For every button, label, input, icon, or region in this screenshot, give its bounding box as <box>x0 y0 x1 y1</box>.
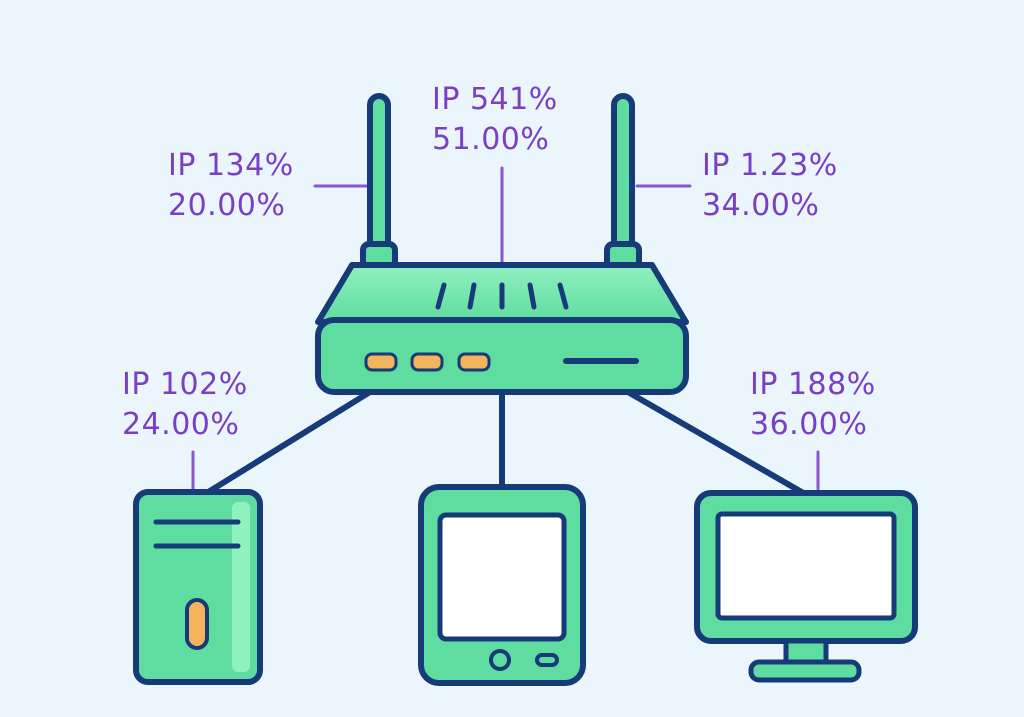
label-antenna-right: IP 1.23% 34.00% <box>702 146 838 226</box>
label-tower: IP 102% 24.00% <box>122 365 248 445</box>
label-router-top-pct: 51.00% <box>432 122 550 157</box>
link-router-tower <box>202 389 373 497</box>
indicator-light-2 <box>410 352 444 372</box>
antenna-right <box>611 93 635 267</box>
connections <box>202 389 808 497</box>
desktop-tower-icon <box>133 489 263 685</box>
label-antenna-left-ip: IP 134% <box>168 148 294 183</box>
indicator-light-3 <box>457 352 491 372</box>
tablet-icon <box>418 484 586 686</box>
tower-highlight <box>232 502 250 672</box>
label-antenna-right-pct: 34.00% <box>702 188 820 223</box>
monitor-screen <box>715 511 897 621</box>
monitor-stand <box>748 659 862 683</box>
indicator-light-1 <box>364 352 398 372</box>
tablet-screen <box>437 512 567 642</box>
label-antenna-left-pct: 20.00% <box>168 188 286 223</box>
label-monitor-ip: IP 188% <box>750 367 876 402</box>
label-tower-pct: 24.00% <box>122 407 240 442</box>
tablet-speaker <box>535 653 559 667</box>
label-monitor: IP 188% 36.00% <box>750 365 876 445</box>
monitor-icon <box>694 490 918 683</box>
label-router-top: IP 541% 51.00% <box>432 80 558 160</box>
label-monitor-pct: 36.00% <box>750 407 868 442</box>
link-router-monitor <box>625 389 808 497</box>
label-antenna-right-ip: IP 1.23% <box>702 148 838 183</box>
tower-body <box>133 489 263 685</box>
router-vents <box>435 282 569 310</box>
label-antenna-left: IP 134% 20.00% <box>168 146 294 226</box>
router-indicators <box>364 352 491 372</box>
antenna-left <box>367 93 391 267</box>
router-front <box>315 317 689 395</box>
leader-lines <box>191 166 820 493</box>
label-router-top-ip: IP 541% <box>432 82 558 117</box>
tablet-home-button <box>489 649 511 671</box>
tower-power-light <box>185 598 209 650</box>
label-tower-ip: IP 102% <box>122 367 248 402</box>
